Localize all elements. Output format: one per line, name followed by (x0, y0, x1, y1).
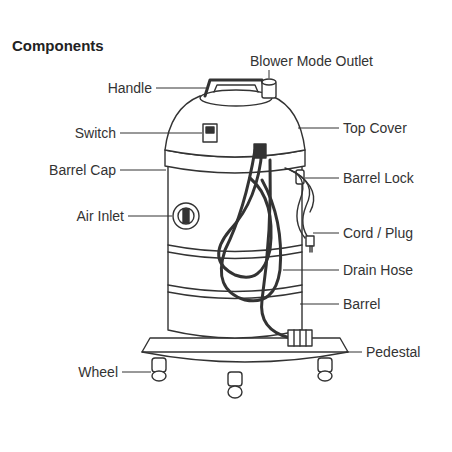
part-label: Blower Mode Outlet (250, 53, 373, 69)
part-label: Barrel Lock (343, 170, 414, 186)
part-label: Pedestal (366, 344, 420, 360)
handle-shape (205, 80, 267, 96)
part-label: Air Inlet (77, 208, 124, 224)
wheel-shapes (152, 358, 332, 398)
leader-lines (120, 70, 362, 372)
drain-hose (219, 150, 290, 338)
part-label: Handle (108, 80, 152, 96)
air-inlet-shape (173, 203, 199, 229)
part-label: Drain Hose (343, 262, 413, 278)
diagram-title: Components (12, 37, 104, 55)
switch-shape (203, 124, 217, 142)
part-label: Switch (75, 125, 116, 141)
barrel-rib (168, 285, 302, 292)
part-label: Top Cover (343, 120, 407, 136)
pedestal-rim (142, 352, 348, 362)
part-label: Barrel (343, 296, 380, 312)
hose-nozzle (288, 330, 312, 346)
part-label: Barrel Cap (49, 162, 116, 178)
part-label: Wheel (78, 364, 118, 380)
part-label: Cord / Plug (343, 225, 413, 241)
cord-coil (285, 168, 314, 252)
pedestal-shape (142, 338, 348, 352)
